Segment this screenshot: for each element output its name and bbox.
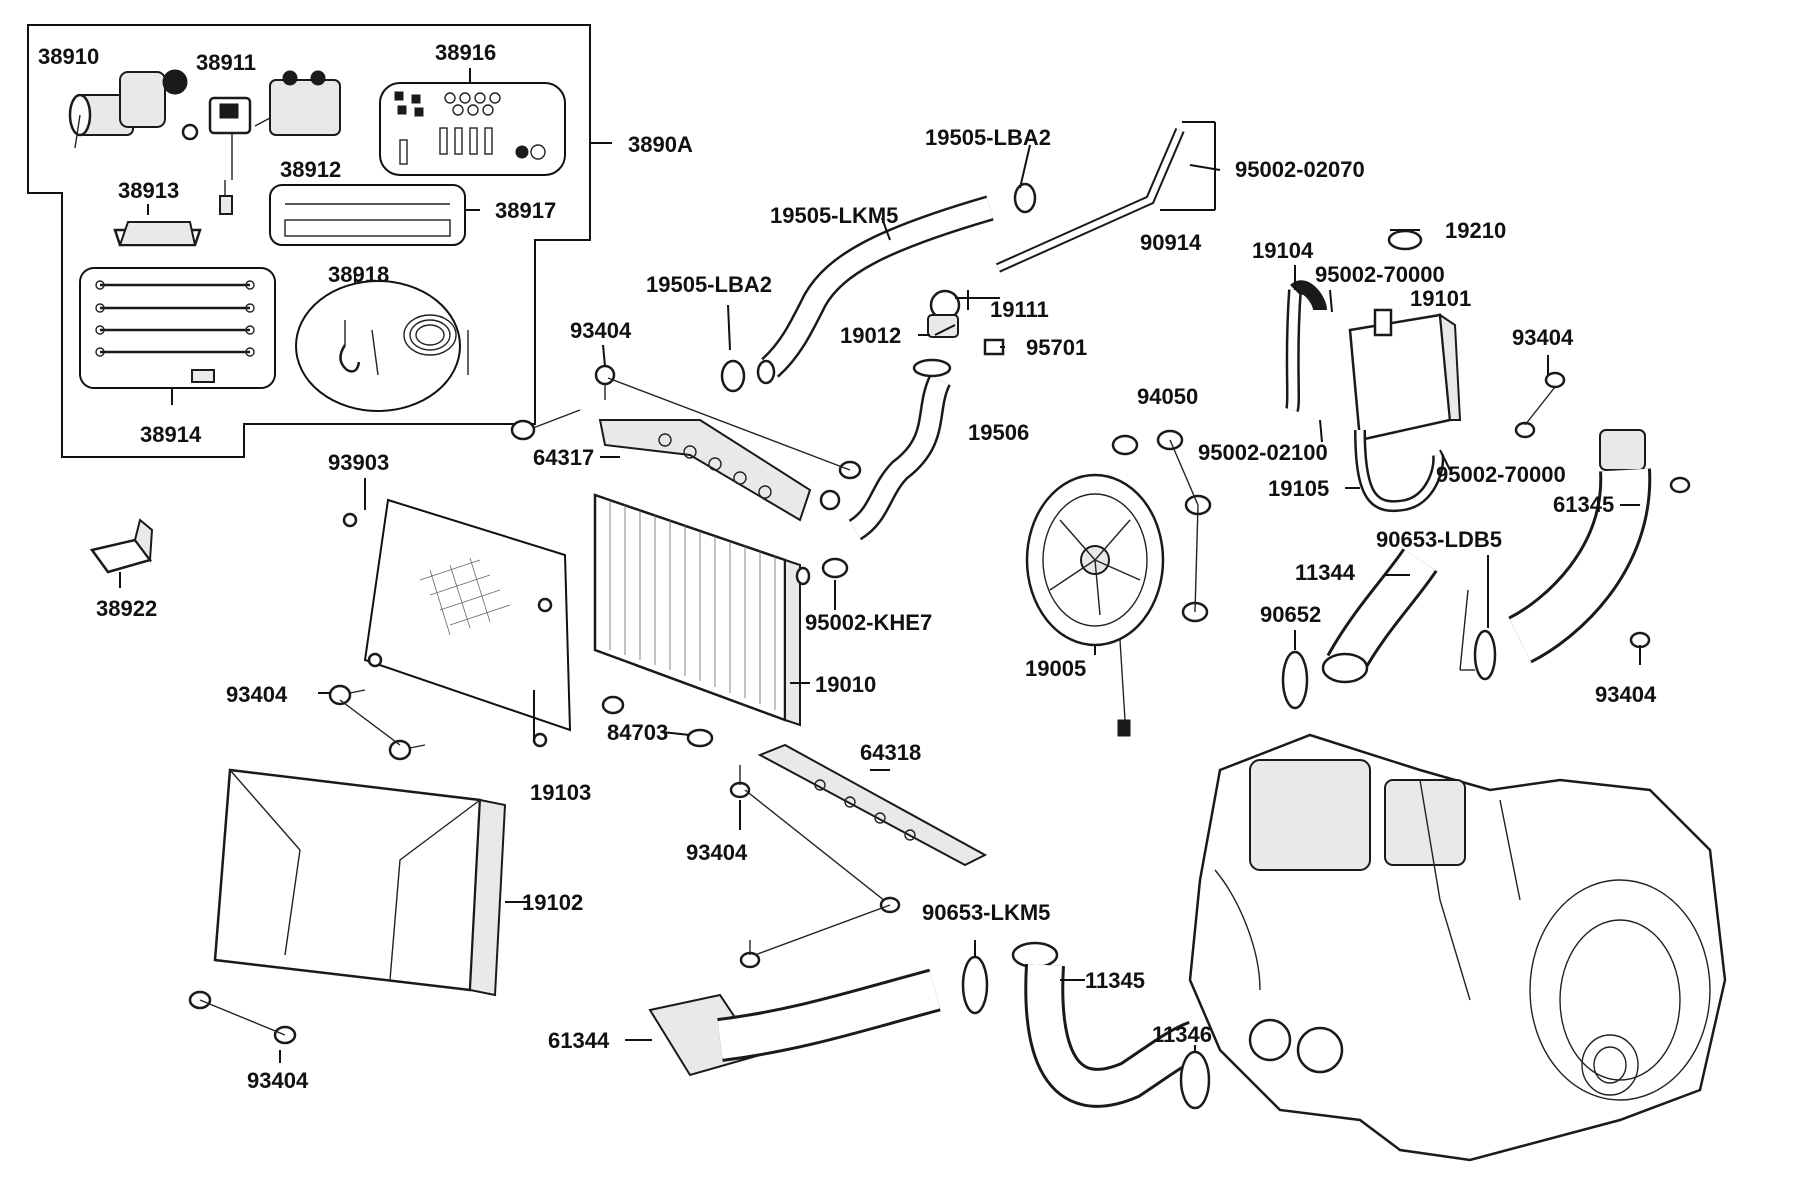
label-95002-70000-top: 95002-70000 [1315,262,1445,287]
part-19105-hose [1354,429,1445,512]
label-93404-c: 93404 [226,682,288,707]
kit-3890a-outline [27,24,612,458]
part-19102-shroud [213,768,507,997]
part-38912-contactor [254,70,341,136]
label-38911: 38911 [196,50,256,75]
part-38916-hardware-kit [379,68,566,176]
part-engine [1188,733,1727,1162]
label-19102: 19102 [522,890,583,915]
part-90653-ldb5-clamp [1459,589,1497,681]
label-95701: 95701 [1026,335,1087,360]
label-11345: 11345 [1085,968,1145,993]
part-84703-grommets [601,695,714,748]
part-19101-reservoir [1348,308,1462,442]
part-61345-duct [1507,429,1652,664]
label-94050: 94050 [1137,384,1198,409]
part-19005-fan [1025,473,1165,737]
label-95002-70000-b: 95002-70000 [1436,462,1566,487]
label-38910: 38910 [38,44,99,69]
part-19010-radiator [593,493,811,727]
label-93903: 93903 [328,450,389,475]
label-3890A: 3890A [628,132,693,157]
callout-labels: 38910 38911 38916 3890A 38912 38913 3891… [38,40,1657,1093]
part-38911-switch [208,96,252,215]
part-64318-bracket [757,743,988,867]
label-64317: 64317 [533,445,594,470]
part-93404-bolts-b [328,684,426,761]
part-38922-bracket [89,518,154,588]
label-19111: 19111 [990,297,1049,322]
label-90653-lkm5: 90653-LKM5 [922,900,1050,925]
label-93404-b: 93404 [1512,325,1574,350]
part-19104-hose [1285,280,1327,413]
part-19506-hose [848,358,952,541]
label-93404-f: 93404 [247,1068,309,1093]
leader-lines [279,144,1641,1063]
part-11345-hose [1011,941,1203,1108]
label-95002-02070: 95002-02070 [1235,157,1365,182]
label-93404-a: 93404 [570,318,632,343]
label-38916: 38916 [435,40,496,65]
part-93404-bolts-e [1514,371,1691,649]
label-19505-lkm5: 19505-LKM5 [770,203,898,228]
label-11344: 11344 [1295,560,1356,585]
part-11344-hose [1321,548,1438,684]
label-19012: 19012 [840,323,901,348]
label-64318: 64318 [860,740,921,765]
part-19505-lba2-clamp-b [720,359,746,393]
label-93404-e: 93404 [686,840,748,865]
part-93903-screen [342,478,572,748]
label-19505-lba2-left: 19505-LBA2 [646,272,772,297]
label-90653-ldb5: 90653-LDB5 [1376,527,1502,552]
part-61344-duct [625,968,941,1077]
label-38922: 38922 [96,596,157,621]
part-64317-bracket [598,419,812,522]
part-90652-clamp [1281,650,1309,710]
label-11346: 11346 [1152,1022,1212,1047]
label-38913: 38913 [118,178,179,203]
label-84703: 84703 [607,720,668,745]
label-38912: 38912 [280,157,341,182]
label-19505-lba2-top: 19505-LBA2 [925,125,1051,150]
label-61344: 61344 [548,1028,610,1053]
label-38917: 38917 [495,198,556,223]
label-19506: 19506 [968,420,1029,445]
label-95002-02100: 95002-02100 [1198,440,1328,465]
part-19505-lkm5-hose [756,195,994,385]
label-90652: 90652 [1260,602,1321,627]
label-61345: 61345 [1553,492,1614,517]
label-19105: 19105 [1268,476,1329,501]
part-95002-khe7-clamp [821,557,849,579]
part-38910-winch [68,69,199,149]
part-93404-bolts-c [729,765,901,969]
part-19012-19111-thermostat [927,289,969,338]
label-19104: 19104 [1252,238,1314,263]
label-38918: 38918 [328,262,389,287]
part-38917-label [269,184,480,246]
part-19210-cap [1387,229,1423,251]
label-93404-d: 93404 [1595,682,1657,707]
part-38913-bracket [113,204,202,247]
part-38918-winch-cable [295,268,469,412]
part-90653-lkm5-clamp [961,955,989,1015]
part-11346-clamp [1179,1050,1211,1110]
part-93404-bolts-a [510,364,862,511]
label-95002-khe7: 95002-KHE7 [805,610,932,635]
part-38914-cable-set [79,267,276,405]
label-19103: 19103 [530,780,591,805]
label-19101: 19101 [1410,286,1471,311]
label-19210: 19210 [1445,218,1506,243]
part-19505-lba2-clamp-a [1013,182,1037,214]
part-93404-bolts-d [188,990,297,1045]
label-19005: 19005 [1025,656,1086,681]
label-38914: 38914 [140,422,202,447]
part-94050-grommets [1111,429,1212,623]
part-90914-tube [995,121,1216,273]
label-19010: 19010 [815,672,876,697]
label-90914: 90914 [1140,230,1202,255]
